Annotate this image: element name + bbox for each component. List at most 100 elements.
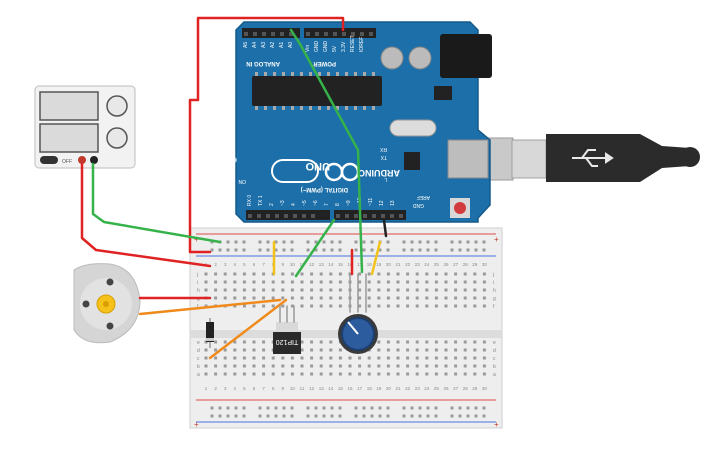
breadboard-hole[interactable] bbox=[281, 288, 285, 292]
breadboard-hole[interactable] bbox=[281, 280, 285, 284]
breadboard-hole[interactable] bbox=[329, 372, 333, 376]
breadboard-hole[interactable] bbox=[386, 272, 390, 276]
rail-hole[interactable] bbox=[290, 248, 294, 252]
breadboard-hole[interactable] bbox=[319, 340, 323, 344]
breadboard-hole[interactable] bbox=[242, 272, 246, 276]
breadboard-hole[interactable] bbox=[367, 288, 371, 292]
header-pin[interactable] bbox=[360, 32, 364, 36]
breadboard-hole[interactable] bbox=[310, 272, 314, 276]
rail-hole[interactable] bbox=[330, 248, 334, 252]
breadboard-hole[interactable] bbox=[415, 304, 419, 308]
breadboard-hole[interactable] bbox=[223, 280, 227, 284]
rail-hole[interactable] bbox=[306, 414, 310, 418]
breadboard-hole[interactable] bbox=[242, 340, 246, 344]
rail-hole[interactable] bbox=[378, 414, 382, 418]
rail-hole[interactable] bbox=[282, 240, 286, 244]
breadboard-hole[interactable] bbox=[482, 304, 486, 308]
breadboard-hole[interactable] bbox=[252, 296, 256, 300]
rail-hole[interactable] bbox=[466, 248, 470, 252]
breadboard-hole[interactable] bbox=[406, 348, 410, 352]
breadboard-hole[interactable] bbox=[473, 280, 477, 284]
breadboard-hole[interactable] bbox=[386, 304, 390, 308]
breadboard-hole[interactable] bbox=[463, 348, 467, 352]
rail-hole[interactable] bbox=[434, 240, 438, 244]
breadboard-hole[interactable] bbox=[319, 296, 323, 300]
breadboard-hole[interactable] bbox=[262, 280, 266, 284]
breadboard-hole[interactable] bbox=[300, 296, 304, 300]
diode[interactable] bbox=[206, 318, 214, 348]
breadboard-hole[interactable] bbox=[290, 272, 294, 276]
rail-hole[interactable] bbox=[362, 240, 366, 244]
wire-motor-orange[interactable] bbox=[138, 298, 282, 316]
breadboard-hole[interactable] bbox=[396, 304, 400, 308]
rail-hole[interactable] bbox=[370, 414, 374, 418]
breadboard-hole[interactable] bbox=[425, 372, 429, 376]
header-pin[interactable] bbox=[369, 32, 373, 36]
digital-header-high[interactable] bbox=[334, 210, 406, 220]
breadboard-hole[interactable] bbox=[300, 280, 304, 284]
wire-5v-red[interactable] bbox=[188, 16, 345, 254]
breadboard-hole[interactable] bbox=[444, 272, 448, 276]
breadboard-hole[interactable] bbox=[338, 304, 342, 308]
positive-terminal[interactable] bbox=[78, 156, 86, 164]
breadboard-hole[interactable] bbox=[444, 348, 448, 352]
breadboard-hole[interactable] bbox=[434, 288, 438, 292]
breadboard-hole[interactable] bbox=[463, 372, 467, 376]
rail-hole[interactable] bbox=[482, 248, 486, 252]
header-pin[interactable] bbox=[262, 32, 266, 36]
breadboard-hole[interactable] bbox=[482, 288, 486, 292]
header-pin[interactable] bbox=[315, 32, 319, 36]
rail-hole[interactable] bbox=[274, 248, 278, 252]
rail-hole[interactable] bbox=[370, 406, 374, 410]
rail-hole[interactable] bbox=[226, 406, 230, 410]
breadboard-hole[interactable] bbox=[233, 348, 237, 352]
rail-hole[interactable] bbox=[426, 406, 430, 410]
breadboard-hole[interactable] bbox=[463, 364, 467, 368]
rail-hole[interactable] bbox=[370, 248, 374, 252]
rail-hole[interactable] bbox=[458, 248, 462, 252]
breadboard-hole[interactable] bbox=[319, 288, 323, 292]
breadboard-hole[interactable] bbox=[377, 372, 381, 376]
rail-hole[interactable] bbox=[330, 240, 334, 244]
breadboard-hole[interactable] bbox=[214, 272, 218, 276]
breadboard-hole[interactable] bbox=[415, 340, 419, 344]
breadboard-hole[interactable] bbox=[329, 348, 333, 352]
header-pin[interactable] bbox=[372, 214, 376, 218]
breadboard-hole[interactable] bbox=[463, 280, 467, 284]
reset-button[interactable] bbox=[454, 202, 466, 214]
breadboard-hole[interactable] bbox=[396, 296, 400, 300]
breadboard-hole[interactable] bbox=[262, 340, 266, 344]
breadboard-hole[interactable] bbox=[396, 348, 400, 352]
breadboard-hole[interactable] bbox=[262, 288, 266, 292]
breadboard-hole[interactable] bbox=[396, 280, 400, 284]
breadboard-hole[interactable] bbox=[290, 356, 294, 360]
breadboard-hole[interactable] bbox=[406, 272, 410, 276]
breadboard-hole[interactable] bbox=[406, 372, 410, 376]
header-pin[interactable] bbox=[324, 32, 328, 36]
breadboard-hole[interactable] bbox=[454, 364, 458, 368]
breadboard-hole[interactable] bbox=[454, 372, 458, 376]
breadboard-hole[interactable] bbox=[271, 364, 275, 368]
rail-hole[interactable] bbox=[218, 406, 222, 410]
rail-hole[interactable] bbox=[410, 414, 414, 418]
breadboard-hole[interactable] bbox=[204, 348, 208, 352]
potentiometer[interactable] bbox=[338, 314, 378, 354]
breadboard-hole[interactable] bbox=[415, 372, 419, 376]
breadboard-hole[interactable] bbox=[204, 272, 208, 276]
breadboard-hole[interactable] bbox=[454, 356, 458, 360]
negative-terminal[interactable] bbox=[90, 156, 98, 164]
breadboard-hole[interactable] bbox=[204, 288, 208, 292]
breadboard-hole[interactable] bbox=[290, 288, 294, 292]
breadboard-hole[interactable] bbox=[482, 348, 486, 352]
breadboard-hole[interactable] bbox=[425, 364, 429, 368]
breadboard-hole[interactable] bbox=[367, 304, 371, 308]
rail-hole[interactable] bbox=[482, 240, 486, 244]
header-pin[interactable] bbox=[302, 214, 306, 218]
breadboard-hole[interactable] bbox=[252, 272, 256, 276]
breadboard-hole[interactable] bbox=[329, 364, 333, 368]
breadboard-hole[interactable] bbox=[262, 364, 266, 368]
breadboard-hole[interactable] bbox=[434, 304, 438, 308]
breadboard-hole[interactable] bbox=[434, 364, 438, 368]
breadboard-hole[interactable] bbox=[329, 288, 333, 292]
rail-hole[interactable] bbox=[234, 414, 238, 418]
